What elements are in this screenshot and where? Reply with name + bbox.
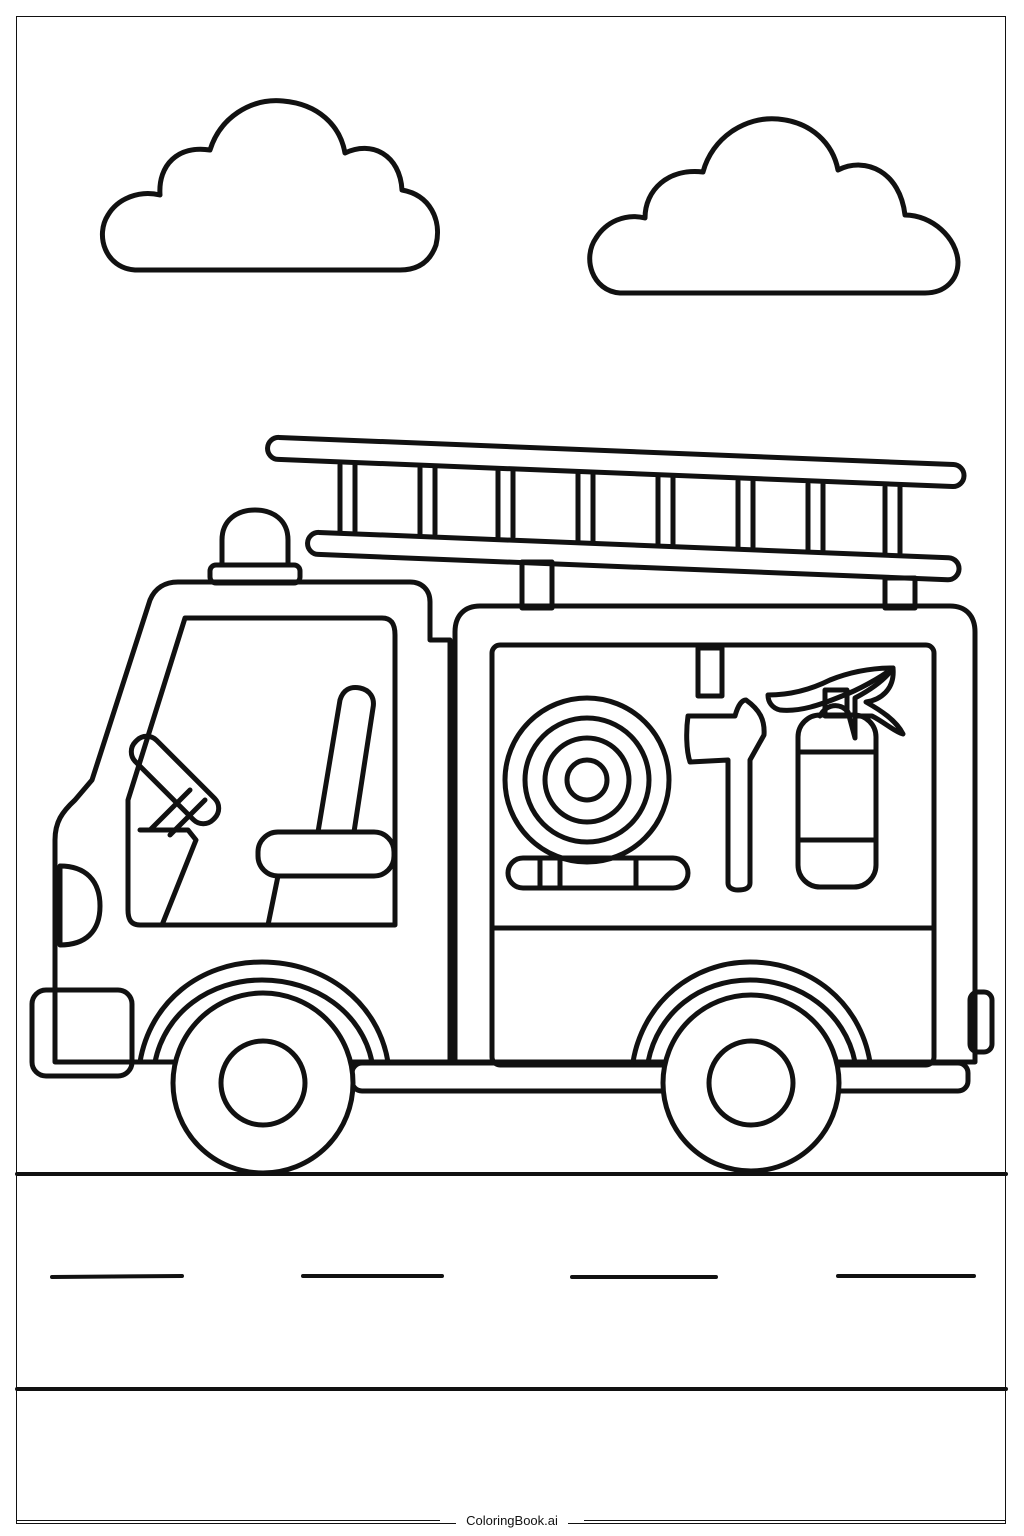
axe-icon: [687, 700, 764, 890]
seat-icon: [258, 688, 394, 926]
footer: ColoringBook.ai: [0, 1512, 1024, 1536]
watermark-text: ColoringBook.ai: [456, 1513, 568, 1528]
road-icon: [17, 1174, 1006, 1389]
cloud-icon: [102, 101, 437, 270]
footer-rule-left: [16, 1520, 440, 1521]
wheel-icon: [140, 962, 388, 1173]
cloud-icon: [590, 119, 958, 293]
fire-extinguisher-icon: [768, 668, 903, 887]
ladder-icon: [267, 437, 964, 608]
steering-wheel-icon: [126, 731, 225, 925]
footer-rule-right: [584, 1520, 1006, 1521]
coloring-page-frame: [16, 16, 1006, 1524]
siren-light-icon: [210, 510, 300, 583]
hose-reel-icon: [505, 698, 688, 888]
wheel-icon: [633, 962, 870, 1171]
